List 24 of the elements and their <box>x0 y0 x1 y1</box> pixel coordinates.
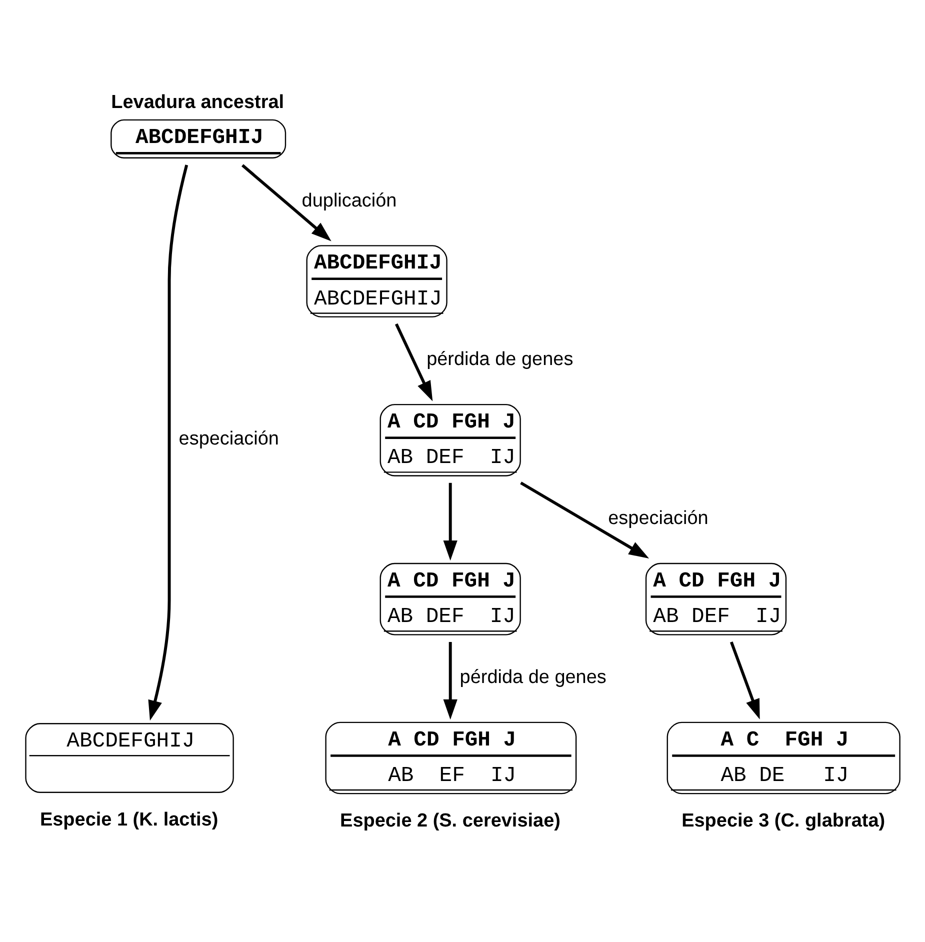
arrow <box>520 482 650 558</box>
node-box: ABCDEFGHIJ ABCDEFGHIJ <box>306 245 448 318</box>
edge-label: especiación <box>178 428 279 450</box>
edge-label: especiación <box>608 508 708 530</box>
node-label: Especie 3 (C. glabrata) <box>682 810 886 832</box>
arrow <box>443 642 458 720</box>
edge-label: pérdida de genes <box>460 667 606 688</box>
node-box: A CD FGH J AB DEF IJ <box>645 562 787 636</box>
arrow <box>148 164 188 721</box>
edge-label: duplicación <box>302 190 397 212</box>
arrow <box>443 482 458 561</box>
node-label: Especie 1 (K. lactis) <box>40 809 218 830</box>
node-box: ABCDEFGHIJ <box>25 723 234 793</box>
node-label: Levadura ancestral <box>111 92 284 113</box>
node-box: A CD FGH J AB EF IJ <box>325 722 577 794</box>
edge-label: pérdida de genes <box>426 349 574 370</box>
node-label: Especie 2 (S. cerevisiae) <box>340 810 560 832</box>
arrow <box>242 164 332 242</box>
node-box: A CD FGH J AB DEF IJ <box>380 404 521 476</box>
node-box: A C FGH J AB DE IJ <box>666 722 900 794</box>
node-box: A CD FGH J AB DEF IJ <box>380 562 521 636</box>
arrow <box>730 641 760 720</box>
node-box: ABCDEFGHIJ <box>110 119 286 158</box>
arrow <box>394 323 433 402</box>
